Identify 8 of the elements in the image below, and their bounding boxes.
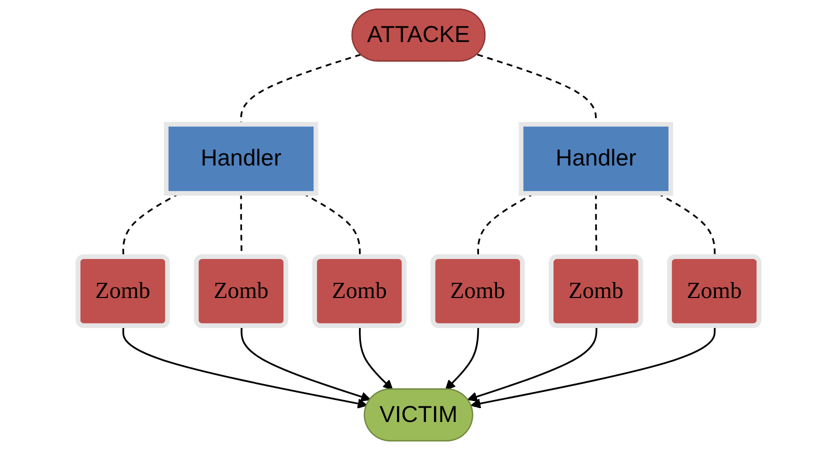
arrow xyxy=(122,326,368,409)
arrow xyxy=(445,326,480,390)
arrow xyxy=(467,326,598,402)
arrow xyxy=(358,326,393,390)
arrow xyxy=(470,326,716,409)
node-box: Handler xyxy=(164,122,318,196)
arrow xyxy=(240,326,371,402)
node-box: Handler xyxy=(518,122,674,196)
